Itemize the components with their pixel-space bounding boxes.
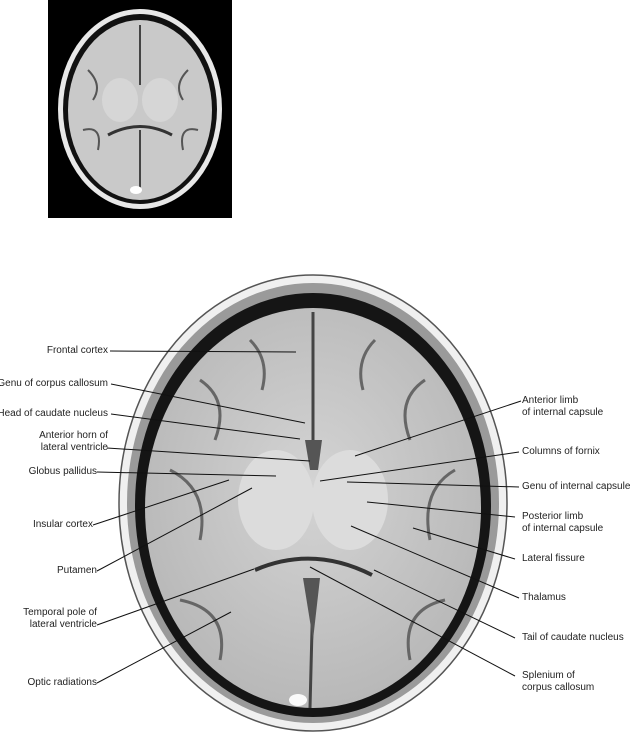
label-line: corpus callosum	[522, 682, 595, 693]
label-columns-of-fornix: Columns of fornix	[522, 446, 600, 457]
mri-thumbnail	[48, 0, 232, 218]
thumbnail-brain-image	[58, 9, 222, 209]
label-tail-caudate-nucleus: Tail of caudate nucleus	[522, 632, 624, 643]
label-line: Anterior limb	[522, 395, 579, 406]
label-line: of internal capsule	[522, 523, 604, 534]
label-line: of internal capsule	[522, 407, 604, 418]
label-splenium-corpus-callosum: Splenium of corpus callosum	[522, 670, 594, 694]
label-lateral-fissure: Lateral fissure	[522, 553, 585, 564]
label-line: Posterior limb	[522, 511, 584, 522]
label-posterior-limb-internal-capsule: Posterior limb of internal capsule	[522, 511, 603, 535]
label-frontal-cortex: Frontal cortex	[46, 345, 108, 356]
label-putamen: Putamen	[56, 565, 97, 576]
label-line: Anterior horn of	[39, 430, 108, 441]
label-anterior-limb-internal-capsule: Anterior limb of internal capsule	[522, 395, 603, 419]
leader-lines	[92, 350, 522, 684]
label-head-caudate-nucleus: Head of caudate nucleus	[0, 408, 108, 419]
label-line: lateral ventricle	[40, 442, 108, 453]
brain-scan	[118, 274, 508, 732]
label-genu-corpus-callosum: Genu of corpus callosum	[0, 378, 108, 389]
label-anterior-horn: Anterior horn of lateral ventricle	[39, 430, 108, 454]
label-globus-pallidus: Globus pallidus	[28, 466, 97, 477]
label-line: Temporal pole of	[23, 607, 97, 618]
label-optic-radiations: Optic radiations	[27, 677, 97, 688]
label-line: Splenium of	[522, 670, 575, 681]
label-insular-cortex: Insular cortex	[32, 519, 93, 530]
label-thalamus: Thalamus	[522, 592, 566, 603]
label-temporal-pole: Temporal pole of lateral ventricle	[23, 607, 97, 631]
label-line: lateral ventricle	[29, 619, 97, 630]
label-genu-internal-capsule: Genu of internal capsule	[522, 481, 630, 492]
